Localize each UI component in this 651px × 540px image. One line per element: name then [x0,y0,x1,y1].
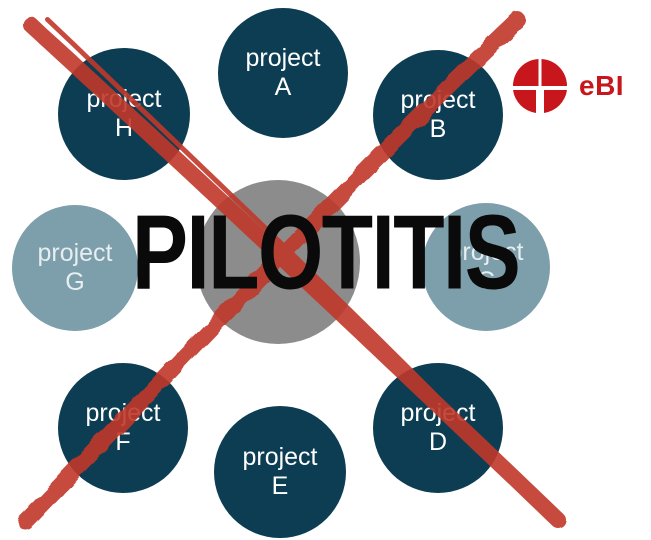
project-d-letter: D [428,428,448,456]
project-g-letter: G [65,268,85,296]
project-b-letter: B [429,115,447,143]
project-h-word: project [86,84,162,113]
project-g-circle: project G [12,205,138,331]
center-hub-circle [196,180,360,344]
project-h-circle: project H [58,48,190,180]
project-d-word: project [400,398,476,427]
project-a-word: project [245,43,321,72]
project-a-circle: project A [218,8,348,138]
ebi-logo-icon [513,58,567,114]
project-f-word: project [85,398,161,427]
project-e-circle: project E [214,406,346,538]
project-a-letter: A [274,73,292,101]
project-f-circle: project F [58,363,188,493]
project-c-word: project [448,237,524,266]
ebi-logo: eBI [510,56,624,116]
project-e-word: project [242,442,318,471]
ebi-logo-text: eBI [579,70,625,101]
project-b-circle: project B [373,50,503,180]
project-e-letter: E [271,472,289,500]
project-g-word: project [37,238,113,267]
project-b-word: project [400,85,476,114]
project-c-letter: C [476,267,496,295]
project-d-circle: project D [373,363,503,493]
project-f-letter: F [115,428,131,456]
project-c-circle: project C [422,203,550,331]
project-h-letter: H [114,114,134,142]
